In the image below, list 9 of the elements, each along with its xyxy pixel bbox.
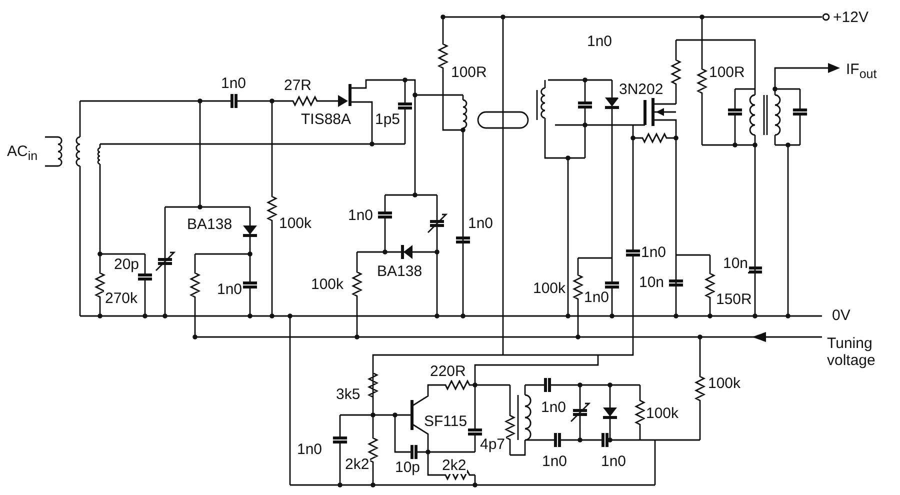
component-value: 10n xyxy=(722,255,750,272)
component-value: 220R xyxy=(429,363,467,380)
component-value: 4p7 xyxy=(479,436,506,453)
component-value: 10p xyxy=(394,459,422,476)
component-value: 100k xyxy=(645,405,680,422)
component-value: 1p5 xyxy=(374,111,402,128)
component-value: 2k2 xyxy=(441,457,468,474)
component-value: 20p xyxy=(113,256,140,273)
part-number: 3N202 xyxy=(618,81,664,98)
